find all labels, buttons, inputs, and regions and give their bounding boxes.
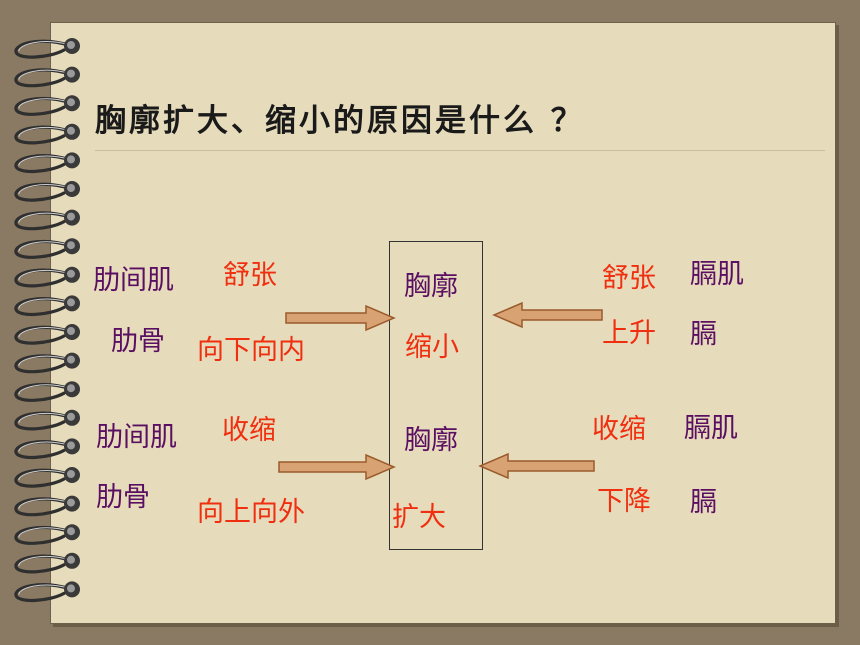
spiral-ring — [14, 552, 80, 574]
thorax-result-box — [389, 241, 483, 550]
spiral-ring — [14, 524, 80, 545]
spiral-ring — [14, 295, 80, 316]
thorax-label-top: 胸廓 — [404, 271, 458, 302]
spiral-ring — [14, 152, 80, 173]
spiral-binding — [14, 38, 80, 602]
spiral-ring — [14, 352, 80, 374]
diaphragm-fall-label: 下降 — [597, 486, 651, 517]
spiral-ring — [14, 238, 80, 259]
spiral-ring — [14, 181, 80, 202]
expand-label: 扩大 — [392, 502, 446, 533]
intercostal-muscle-label-bottom: 肋间肌 — [96, 422, 177, 453]
spiral-ring — [14, 467, 80, 488]
shrink-label: 缩小 — [405, 332, 459, 363]
spiral-ring — [14, 266, 80, 288]
spiral-ring — [14, 209, 80, 231]
notebook-page — [50, 22, 836, 624]
rib-label-bottom: 肋骨 — [96, 482, 150, 513]
title-divider — [95, 150, 825, 151]
spiral-ring — [14, 123, 80, 145]
diaphragm-label-bottom: 膈 — [690, 487, 717, 518]
spiral-ring — [14, 66, 80, 88]
spiral-ring — [14, 581, 80, 602]
rib-label-top: 肋骨 — [111, 326, 165, 357]
intercostal-relax-label: 舒张 — [223, 260, 277, 291]
spiral-ring — [14, 438, 80, 459]
slide-title: 胸廓扩大、缩小的原因是什么 ？ — [95, 103, 585, 139]
diaphragm-relax-label: 舒张 — [602, 263, 656, 294]
thorax-label-bottom: 胸廓 — [404, 425, 458, 456]
spiral-ring — [14, 409, 80, 431]
intercostal-muscle-label-top: 肋间肌 — [93, 265, 174, 296]
spiral-ring — [14, 324, 80, 345]
intercostal-contract-label: 收缩 — [222, 415, 276, 446]
diaphragm-contract-label: 收缩 — [592, 414, 646, 445]
diaphragm-rise-label: 上升 — [602, 318, 656, 349]
spiral-ring — [14, 495, 80, 517]
diaphragm-muscle-label-bottom: 膈肌 — [684, 413, 738, 444]
spiral-ring — [14, 95, 80, 116]
diaphragm-label-top: 膈 — [690, 319, 717, 350]
rib-down-inward-label: 向下向内 — [197, 335, 305, 366]
spiral-ring — [14, 381, 80, 402]
spiral-ring — [14, 38, 80, 59]
rib-up-outward-label: 向上向外 — [197, 497, 305, 528]
diaphragm-muscle-label-top: 膈肌 — [690, 259, 744, 290]
